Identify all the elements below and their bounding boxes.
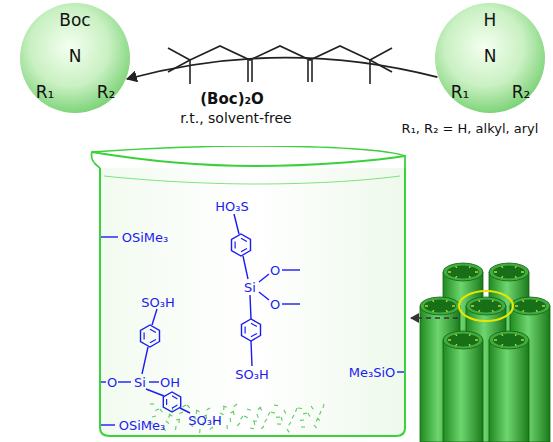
- substituent-note: R₁, R₂ = H, alkyl, aryl: [402, 122, 539, 135]
- catalyst-group-label: OSiMe₃: [122, 231, 169, 244]
- structure-atom-label: R₁: [451, 84, 470, 101]
- catalyst-group-label: Si: [244, 281, 256, 294]
- catalyst-group-label: O: [107, 376, 117, 389]
- reagent-label: (Boc)₂O: [198, 91, 266, 108]
- catalyst-group-label: O: [270, 298, 280, 311]
- catalyst-group-label: OSiMe₃: [119, 419, 166, 432]
- catalyst-group-label: SO₃H: [235, 368, 268, 381]
- structure-atom-label: R₁: [36, 84, 55, 101]
- product-circle: BocN R₁ R₂: [19, 2, 131, 114]
- structure-atom-label: R₂: [512, 84, 531, 101]
- beaker-outline: [86, 146, 428, 442]
- catalyst-group-label: Me₃SiO: [349, 366, 396, 379]
- catalyst-group-label: O: [270, 264, 280, 277]
- structure-atom-label: Boc: [59, 12, 90, 29]
- structure-atom-label: N: [484, 48, 497, 65]
- reaction-arrow: [127, 58, 438, 79]
- condition-label: r.t., solvent-free: [180, 111, 291, 125]
- dashed-arrow: [411, 317, 458, 319]
- mesoporous-cylinders: [420, 263, 550, 442]
- structure-atom-label: N: [69, 48, 82, 65]
- catalyst-group-label: Si: [134, 376, 146, 389]
- catalyst-group-label: SO₃H: [141, 296, 174, 309]
- catalyst-group-label: OH: [160, 376, 180, 389]
- beaker-catalyst: HO₃SOSiMe₃SiOOSO₃HSO₃HMe₃SiOOSiOHSO₃HOSi…: [86, 146, 428, 442]
- structure-atom-label: R₂: [97, 84, 116, 101]
- reactant-circle: H N R₁ R₂: [434, 2, 546, 114]
- catalyst-group-label: HO₃S: [215, 200, 248, 213]
- catalyst-group-label: SO₃H: [188, 414, 221, 427]
- structure-atom-label: H: [484, 12, 497, 29]
- boc-anhydride-structure: [168, 46, 392, 84]
